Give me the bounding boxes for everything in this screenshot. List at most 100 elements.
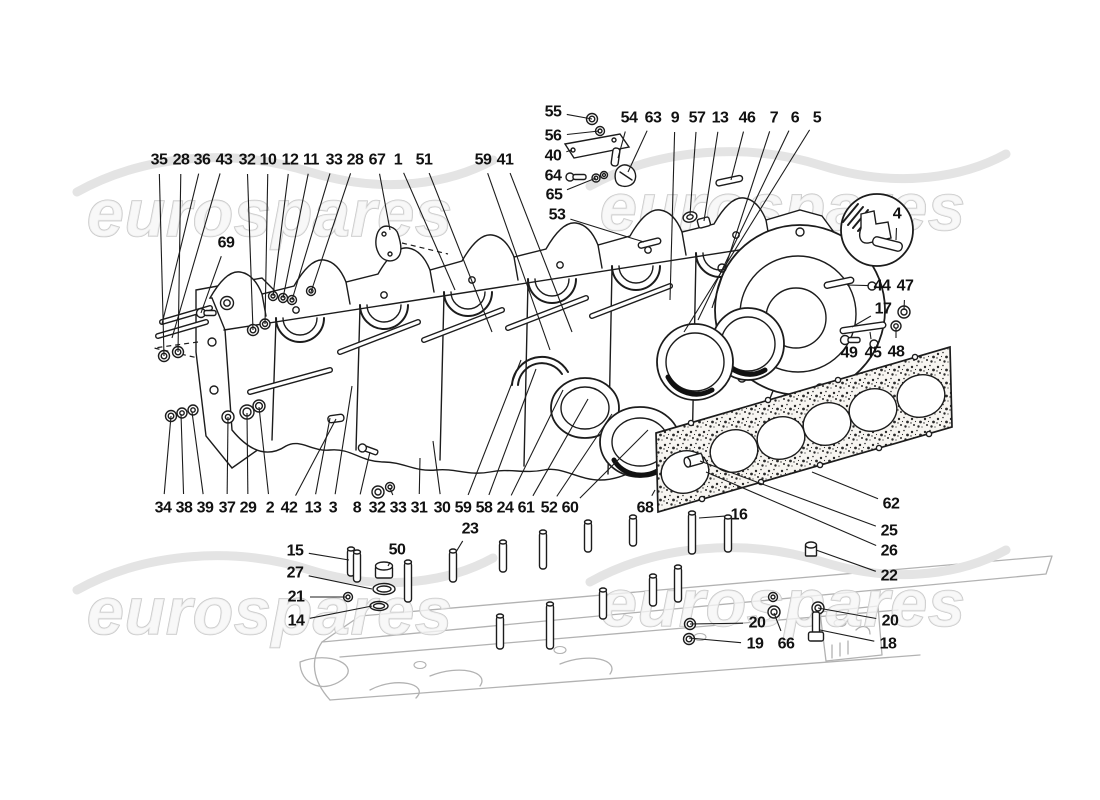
leader-line-58 bbox=[488, 368, 537, 496]
leader-line-38 bbox=[180, 413, 185, 495]
leader-line-6 bbox=[697, 130, 790, 321]
callout-label-56: 56 bbox=[545, 128, 562, 145]
leader-line-7 bbox=[711, 131, 771, 309]
watermark-swoosh bbox=[585, 543, 1011, 587]
callout-label-55: 55 bbox=[545, 104, 562, 121]
callout-label-64: 64 bbox=[545, 168, 562, 185]
bolt bbox=[565, 172, 587, 182]
leader-line-51 bbox=[428, 172, 493, 333]
callout-label-59: 59 bbox=[475, 152, 492, 169]
callout-label-54: 54 bbox=[621, 110, 638, 127]
leader-line-28 bbox=[310, 173, 352, 293]
callout-label-18: 18 bbox=[880, 636, 897, 653]
leader-line-24 bbox=[510, 389, 564, 496]
plug-22 bbox=[804, 541, 818, 557]
leader-line-19 bbox=[688, 637, 742, 644]
spacer bbox=[696, 216, 712, 229]
leader-line-66 bbox=[773, 612, 782, 632]
leader-line-67 bbox=[379, 173, 391, 231]
washer bbox=[384, 481, 396, 493]
callout-label-21: 21 bbox=[288, 589, 305, 606]
bolt bbox=[357, 443, 379, 456]
callout-label-22: 22 bbox=[881, 568, 898, 585]
callout-label-2: 2 bbox=[266, 500, 275, 517]
bolt-18 bbox=[807, 611, 825, 642]
nut bbox=[682, 632, 696, 646]
leader-line-27 bbox=[308, 575, 373, 590]
callout-label-30: 30 bbox=[434, 500, 451, 517]
callout-label-38: 38 bbox=[176, 500, 193, 517]
link-54 bbox=[610, 147, 621, 167]
stud bbox=[715, 174, 744, 187]
stud bbox=[637, 237, 662, 249]
callout-label-11: 11 bbox=[303, 152, 320, 169]
leader-line-60 bbox=[579, 429, 649, 499]
callout-label-63: 63 bbox=[645, 110, 662, 127]
callout-label-33: 33 bbox=[326, 152, 343, 169]
callout-label-49: 49 bbox=[841, 345, 858, 362]
leader-line-44 bbox=[846, 284, 869, 287]
leader-line-11 bbox=[282, 173, 309, 299]
callout-label-20: 20 bbox=[749, 615, 766, 632]
tie-rod-studs bbox=[155, 283, 673, 395]
cup-50 bbox=[374, 561, 394, 579]
leader-line-2 bbox=[258, 406, 270, 495]
leader-line-54 bbox=[617, 131, 626, 159]
leader-line-32 bbox=[246, 173, 254, 331]
watermark: eurospares bbox=[72, 153, 498, 251]
leader-line-12 bbox=[272, 173, 289, 297]
leader-lines-layer bbox=[158, 113, 905, 644]
callout-label-27: 27 bbox=[287, 565, 304, 582]
leader-line-13 bbox=[703, 131, 719, 222]
leader-line-61 bbox=[532, 398, 589, 497]
bolt bbox=[195, 307, 217, 319]
watermark-text: eurospares bbox=[87, 176, 453, 250]
leader-line-69 bbox=[200, 255, 222, 314]
callout-label-47: 47 bbox=[897, 278, 914, 295]
nut bbox=[371, 485, 385, 499]
leader-line-5 bbox=[683, 129, 811, 333]
leader-line-41 bbox=[509, 172, 573, 333]
callout-label-45: 45 bbox=[865, 345, 882, 362]
callout-label-50: 50 bbox=[389, 542, 406, 559]
leader-line-9 bbox=[669, 131, 676, 301]
leader-line-28 bbox=[177, 173, 182, 353]
callout-label-66: 66 bbox=[778, 636, 795, 653]
callout-label-51: 51 bbox=[416, 152, 433, 169]
callout-label-60: 60 bbox=[562, 500, 579, 517]
leader-line-14 bbox=[309, 605, 373, 619]
leader-line-29 bbox=[246, 412, 249, 495]
leader-line-18 bbox=[819, 629, 875, 642]
leader-line-63 bbox=[627, 130, 648, 173]
callout-label-24: 24 bbox=[497, 500, 514, 517]
callout-label-4: 4 bbox=[893, 206, 902, 223]
callout-label-17: 17 bbox=[875, 301, 892, 318]
dowel-in-gasket bbox=[683, 452, 705, 468]
callout-label-34: 34 bbox=[155, 500, 172, 517]
callout-label-65: 65 bbox=[546, 187, 563, 204]
callout-label-32: 32 bbox=[369, 500, 386, 517]
leader-line-34 bbox=[163, 415, 172, 495]
oring-14 bbox=[369, 600, 389, 612]
callout-label-28: 28 bbox=[347, 152, 364, 169]
callout-label-8: 8 bbox=[353, 500, 362, 517]
leader-line-31 bbox=[418, 457, 421, 495]
stud bbox=[823, 276, 855, 289]
callout-label-28: 28 bbox=[173, 152, 190, 169]
leader-line-57 bbox=[689, 131, 697, 216]
cylinder-bores bbox=[656, 307, 785, 401]
washer bbox=[176, 407, 188, 419]
callout-label-6: 6 bbox=[791, 110, 800, 127]
main-bearing-saddles bbox=[275, 252, 745, 343]
leader-line-40 bbox=[566, 149, 573, 153]
leader-line-68 bbox=[651, 489, 656, 497]
inset-detail-circle bbox=[840, 193, 914, 267]
leader-line-33 bbox=[389, 487, 394, 496]
callout-label-41: 41 bbox=[497, 152, 514, 169]
callout-label-29: 29 bbox=[240, 500, 257, 517]
leader-line-1 bbox=[403, 172, 456, 291]
callout-label-19: 19 bbox=[747, 636, 764, 653]
leader-line-8 bbox=[359, 451, 371, 495]
